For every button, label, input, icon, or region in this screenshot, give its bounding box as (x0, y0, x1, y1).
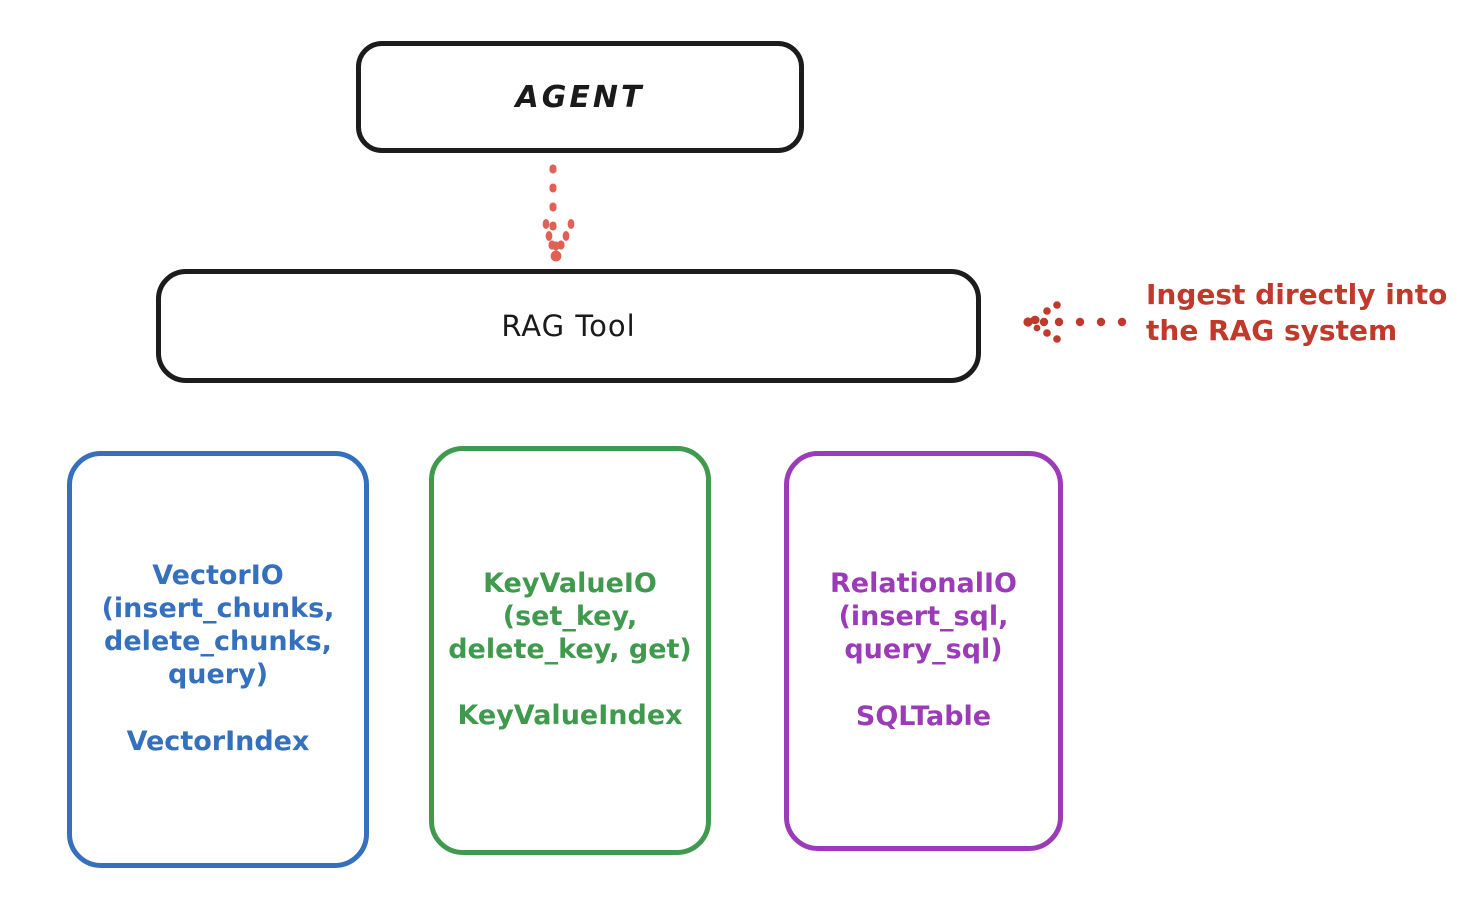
ingest-arrow-connector (1023, 301, 1127, 343)
key-value-io-node[interactable]: KeyValueIO (set_key, delete_key, get) Ke… (429, 446, 711, 855)
agent-to-rag-connector (542, 164, 575, 262)
agent-label: AGENT (515, 79, 645, 115)
rag-tool-node[interactable]: RAG Tool (156, 269, 981, 383)
agent-node[interactable]: AGENT (356, 41, 804, 153)
agent-to-rag-arrowhead (542, 219, 575, 262)
ingest-annotation-text: Ingest directly into the RAG system (1146, 278, 1448, 347)
vector-io-node[interactable]: VectorIO (insert_chunks, delete_chunks, … (67, 451, 369, 868)
key-value-index-label: KeyValueIndex (457, 700, 683, 732)
relational-io-node[interactable]: RelationalIO (insert_sql, query_sql) SQL… (784, 451, 1063, 851)
vector-index-label: VectorIndex (126, 725, 310, 757)
relational-io-api-label: RelationalIO (insert_sql, query_sql) (830, 568, 1017, 665)
sql-table-label: SQLTable (855, 700, 992, 732)
vector-io-api-label: VectorIO (insert_chunks, delete_chunks, … (101, 560, 335, 690)
rag-tool-label: RAG Tool (501, 309, 636, 343)
key-value-io-api-label: KeyValueIO (set_key, delete_key, get) (448, 567, 692, 665)
